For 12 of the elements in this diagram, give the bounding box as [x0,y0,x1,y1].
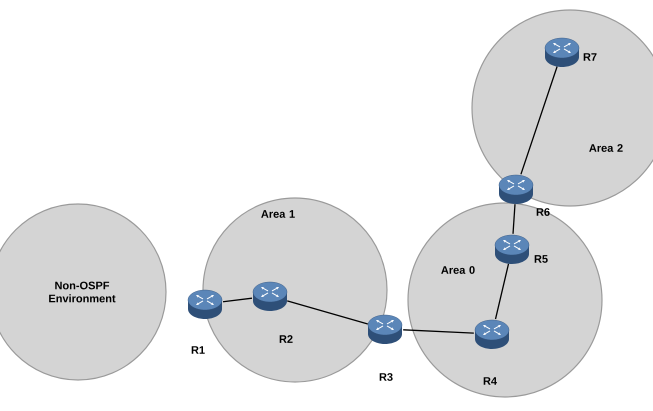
router-label: R6 [536,208,550,216]
link-line [403,329,474,334]
router-label: R1 [192,346,205,354]
link-line [512,204,516,234]
router-label: R5 [534,255,548,263]
link-line [222,298,252,302]
link-line [494,264,510,320]
link-line [287,300,368,325]
router-label: R2 [280,335,293,343]
router-label: R7 [584,53,597,61]
router-label: R4 [484,377,497,385]
link-line [520,66,558,175]
